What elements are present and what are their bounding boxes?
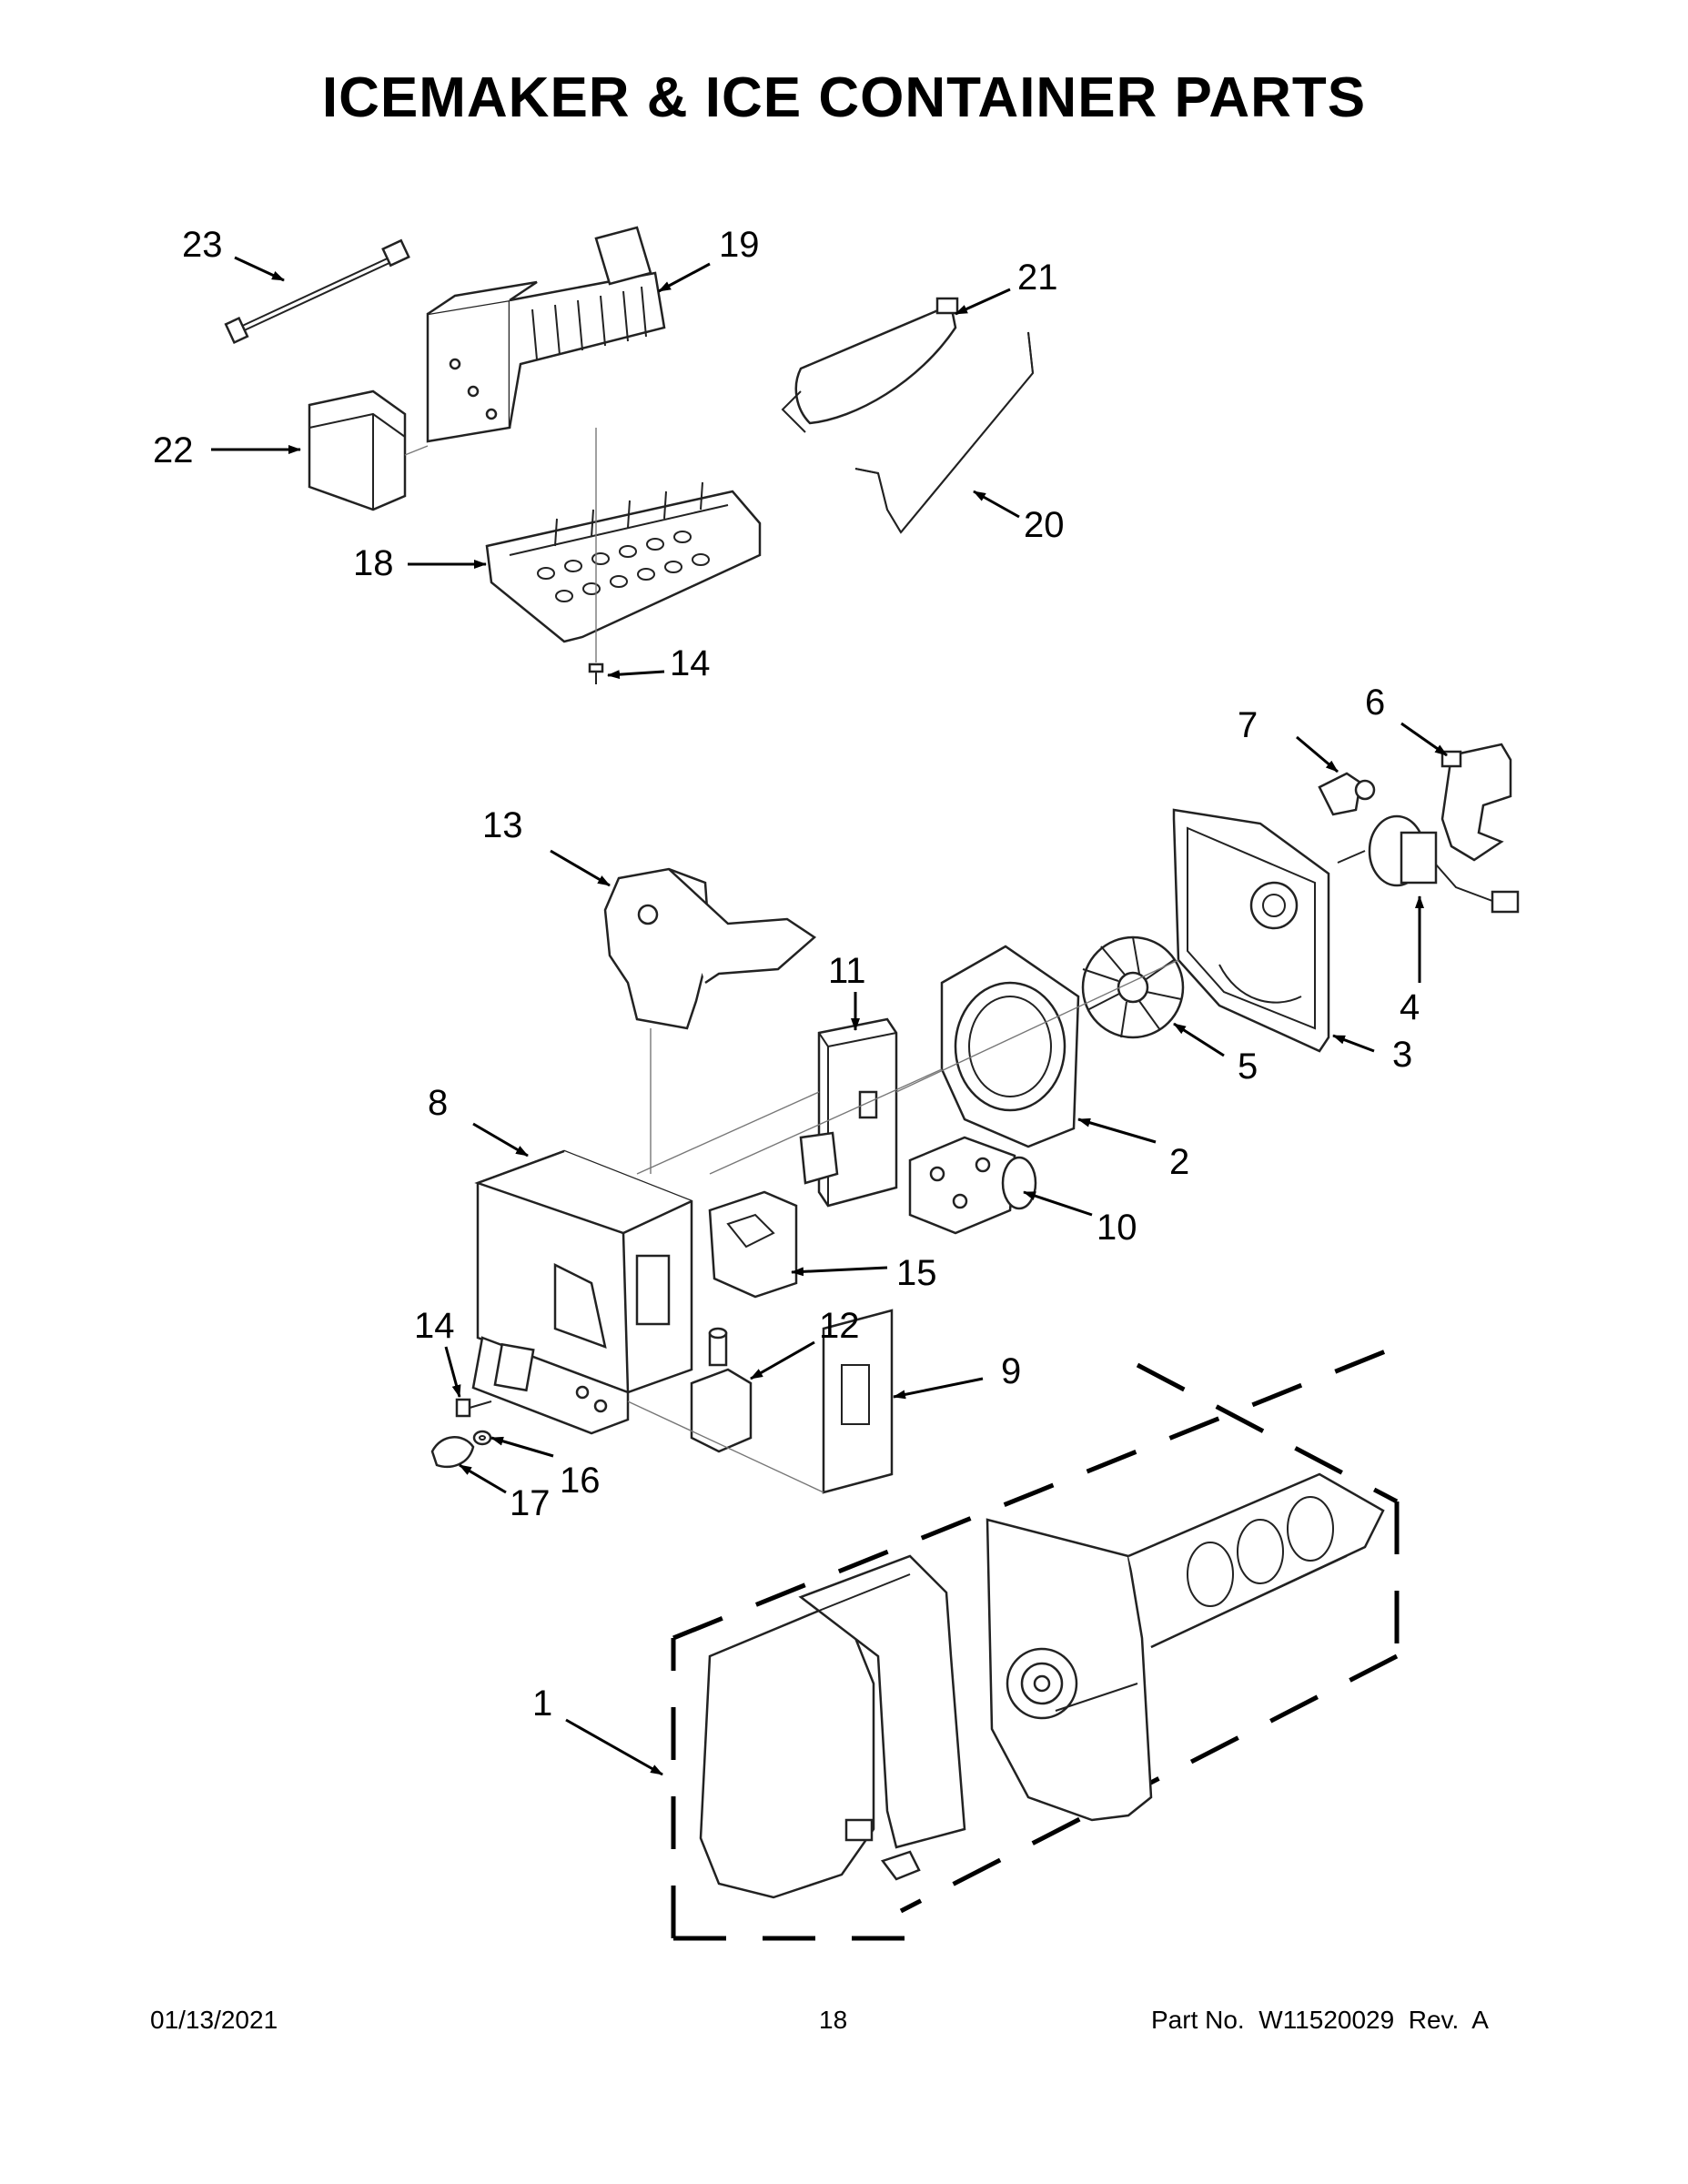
solenoid-part [690, 1327, 753, 1453]
callout-6: 6 [1365, 682, 1385, 723]
callout-17: 17 [510, 1483, 551, 1523]
screw-part [455, 1398, 492, 1418]
gasket-part [822, 1309, 894, 1494]
fan-housing-part [1172, 808, 1330, 1053]
fan-shroud-part [940, 945, 1080, 1148]
icemaker-cover-part [308, 389, 407, 511]
callout-23: 23 [182, 225, 223, 265]
icemaker-part [426, 226, 666, 443]
fan-motor-part [1337, 814, 1520, 914]
ice-mold-part [485, 481, 762, 643]
wire-harness-part [224, 238, 410, 345]
callout-15: 15 [896, 1253, 937, 1293]
callout-22: 22 [153, 430, 194, 470]
callout-5: 5 [1238, 1046, 1258, 1087]
callout-12: 12 [819, 1306, 860, 1346]
callout-14-top: 14 [670, 643, 711, 683]
callout-11: 11 [828, 951, 866, 991]
callout-10: 10 [1097, 1208, 1137, 1248]
callout-leaders [211, 256, 1448, 1776]
footer-part-number: Part No. W11520029 Rev. A [1151, 2006, 1489, 2034]
callout-20: 20 [1024, 505, 1065, 545]
callout-19: 19 [719, 225, 760, 265]
callout-14-side: 14 [414, 1306, 455, 1346]
footer-date: 01/13/2021 [150, 2006, 278, 2034]
fan-blade-part [1081, 935, 1185, 1039]
bracket-part [799, 1017, 898, 1208]
thermistor-part [1318, 772, 1376, 816]
ice-chute-part [603, 867, 817, 1030]
ice-container-part [699, 1472, 1385, 1899]
callout-16: 16 [560, 1461, 601, 1501]
housing-part [471, 1149, 693, 1435]
callout-7: 7 [1238, 705, 1258, 745]
auger-motor-part [908, 1136, 1037, 1235]
callout-4: 4 [1400, 987, 1420, 1027]
footer-page-number: 18 [819, 2006, 848, 2034]
motor-bracket-part [1440, 743, 1512, 862]
callout-9: 9 [1001, 1351, 1021, 1391]
callout-8: 8 [428, 1083, 448, 1123]
page-title: ICEMAKER & ICE CONTAINER PARTS [321, 66, 1367, 129]
callout-2: 2 [1169, 1142, 1189, 1182]
shutoff-arm-part [781, 297, 959, 433]
wire-arm-part [854, 331, 1035, 534]
callout-18: 18 [353, 543, 394, 583]
nut-part [430, 1436, 475, 1469]
callout-3: 3 [1392, 1035, 1412, 1075]
switch-bracket-part [708, 1190, 798, 1299]
callout-1: 1 [532, 1684, 552, 1724]
callout-21: 21 [1017, 258, 1058, 298]
washer-part [472, 1430, 492, 1446]
screw-part [588, 662, 604, 684]
callout-13: 13 [482, 805, 523, 845]
